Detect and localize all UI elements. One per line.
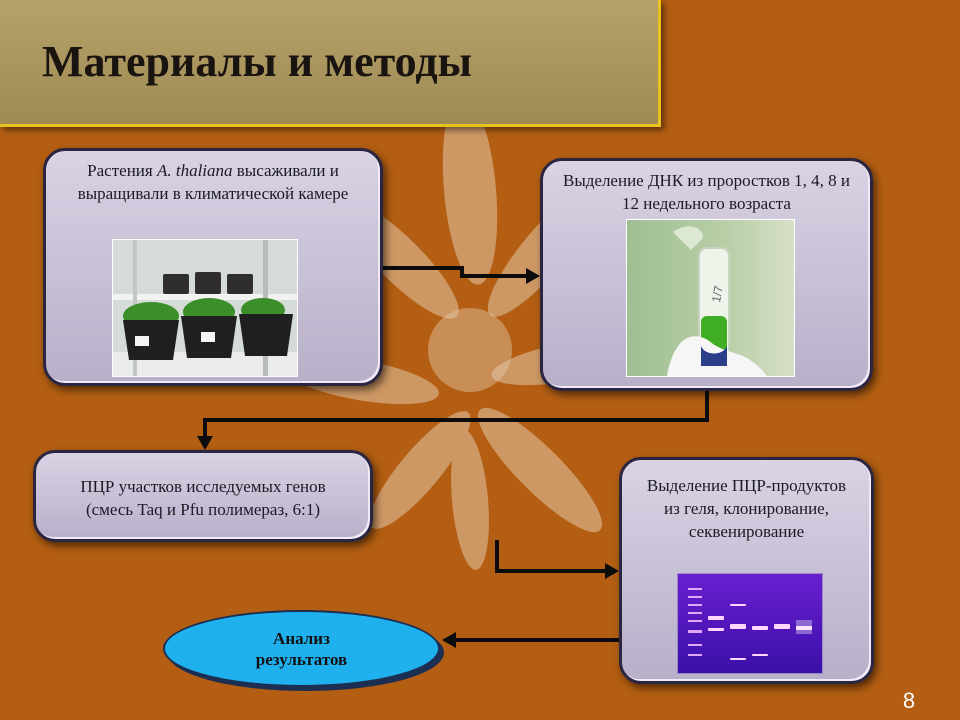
step-dna-text: Выделение ДНК из проростков 1, 4, 8 и 12… <box>562 171 851 213</box>
arrow-plants-to-dna <box>381 266 528 278</box>
tube-label: 1/7 <box>709 284 726 303</box>
step-plants-box: Растения A. thaliana высаживали и выращи… <box>43 148 383 386</box>
photo-dna-tube: 1/7 <box>626 219 795 377</box>
arrow-pcr-to-gel <box>495 540 605 573</box>
arrowhead-left <box>442 632 456 648</box>
arrowhead-down <box>197 436 213 450</box>
arrow-dna-to-pcr <box>203 390 709 440</box>
step-pcr-text: ПЦР участков исследуемых генов (смесь Ta… <box>80 477 326 519</box>
step-dna-box: Выделение ДНК из проростков 1, 4, 8 и 12… <box>540 158 873 391</box>
step-pcr-box: ПЦР участков исследуемых генов (смесь Ta… <box>33 450 373 542</box>
photo-agarose-gel <box>677 573 823 674</box>
result-analysis-ellipse: Анализ результатов <box>163 610 440 687</box>
step-plants-text: Растения A. thaliana высаживали и выращи… <box>77 161 349 203</box>
title-banner: Материалы и методы <box>0 0 661 127</box>
slide-title: Материалы и методы <box>42 37 473 86</box>
page-number: 8 <box>902 688 916 713</box>
arrowhead-right-1 <box>526 268 540 284</box>
arrowhead-right-2 <box>605 563 619 579</box>
result-analysis-text: Анализ результатов <box>255 628 348 669</box>
species-name: A. thaliana <box>156 161 233 180</box>
step-gel-text: Выделение ПЦР-продуктов из геля, клониро… <box>646 476 847 541</box>
step-gel-box: Выделение ПЦР-продуктов из геля, клониро… <box>619 457 874 684</box>
photo-plants-in-chamber <box>112 239 298 377</box>
